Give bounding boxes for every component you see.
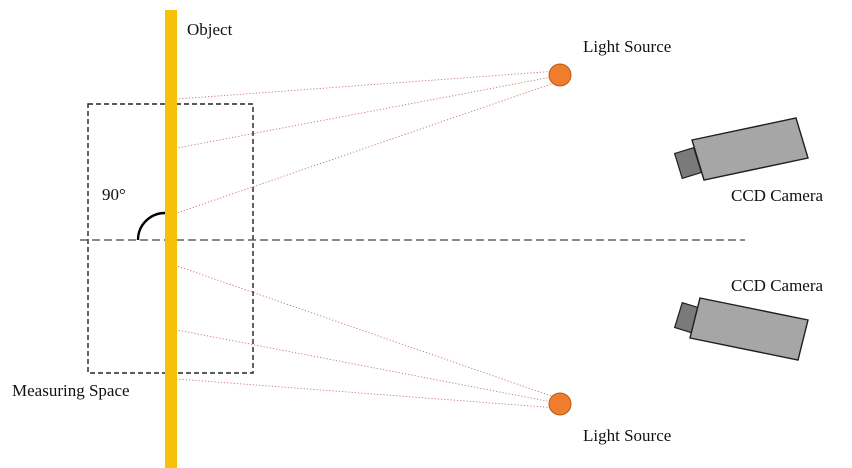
ccd-camera-top-icon xyxy=(673,117,809,181)
ccd-camera-bottom-icon xyxy=(673,297,809,361)
right-angle-arc xyxy=(136,211,166,241)
light-rays-top xyxy=(176,70,558,214)
light-source-top-label: Light Source xyxy=(583,37,671,56)
light-ray xyxy=(176,81,558,214)
light-ray xyxy=(176,265,558,399)
ccd-camera-top-label: CCD Camera xyxy=(731,186,824,205)
object-bar xyxy=(165,10,177,468)
light-source-bottom-icon xyxy=(548,392,572,416)
object-label: Object xyxy=(187,20,233,39)
light-source-top-icon xyxy=(548,63,572,87)
measuring-space-label: Measuring Space xyxy=(12,381,130,400)
light-ray xyxy=(176,378,558,409)
light-ray xyxy=(176,70,558,100)
light-ray xyxy=(176,75,558,149)
ccd-camera-bottom-label: CCD Camera xyxy=(731,276,824,295)
light-rays-bottom xyxy=(176,265,558,409)
angle-label: 90° xyxy=(102,185,126,204)
light-ray xyxy=(176,329,558,404)
light-source-bottom-label: Light Source xyxy=(583,426,671,445)
